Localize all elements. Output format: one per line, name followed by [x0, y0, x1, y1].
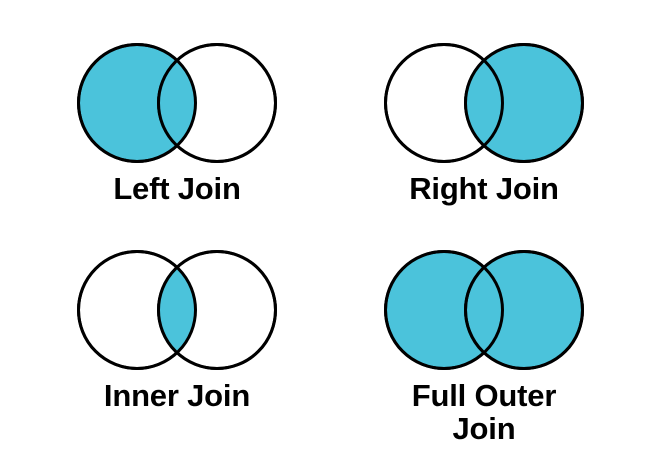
left-join-label: Left Join: [113, 171, 241, 206]
left-circle-outline: [384, 250, 504, 370]
join-diagram-full-outer-join: Full Outer Join: [356, 243, 612, 446]
right-circle-outline: [464, 43, 584, 163]
join-diagram-left-join: Left Join: [49, 36, 305, 205]
full-outer-join-venn-svg: [384, 250, 584, 370]
join-diagram-right-join: Right Join: [356, 36, 612, 205]
right-circle-outline: [464, 250, 584, 370]
full-outer-join-label: Full Outer Join: [411, 378, 557, 447]
inner-join-label: Inner Join: [103, 378, 251, 413]
left-circle-outline: [384, 43, 504, 163]
inner-join-venn-svg: [77, 250, 277, 370]
join-diagram-inner-join: Inner Join: [49, 243, 305, 412]
right-join-label: Right Join: [409, 171, 559, 206]
right-circle-outline: [157, 250, 277, 370]
right-join-venn-svg: [384, 43, 584, 163]
left-circle-outline: [77, 43, 197, 163]
left-circle-outline: [77, 250, 197, 370]
right-circle-outline: [157, 43, 277, 163]
left-join-venn-svg: [77, 43, 277, 163]
